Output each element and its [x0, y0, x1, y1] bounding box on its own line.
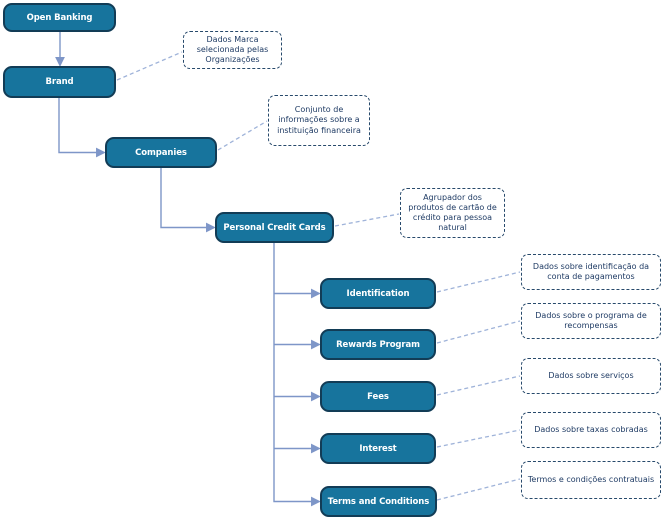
note-interest: Dados sobre taxas cobradas — [521, 412, 661, 448]
node-companies: Companies — [105, 137, 217, 168]
node-label: Identification — [346, 288, 410, 299]
note-personal-credit-cards: Agrupador dos produtos de cartão de créd… — [400, 188, 505, 238]
note-text: Dados sobre identificação da conta de pa… — [532, 261, 650, 281]
node-label: Companies — [135, 147, 187, 158]
node-label: Rewards Program — [336, 339, 420, 350]
node-label: Personal Credit Cards — [223, 222, 326, 233]
node-rewards-program: Rewards Program — [320, 329, 436, 360]
leader-interest-note — [436, 429, 521, 448]
leader-fees-note — [436, 375, 521, 396]
note-text: Termos e condições contratuais — [527, 474, 655, 484]
note-text: Dados sobre serviços — [548, 370, 634, 380]
note-text: Dados sobre taxas cobradas — [534, 424, 648, 434]
connector-companies-pcc — [160, 168, 216, 233]
node-label: Interest — [359, 443, 397, 454]
node-label: Brand — [45, 77, 74, 87]
leader-brand-note — [116, 51, 183, 81]
note-text: Agrupador dos produtos de cartão de créd… — [408, 192, 497, 233]
node-label: Terms and Conditions — [327, 496, 430, 507]
leader-identification-note — [436, 271, 521, 293]
note-companies: Conjunto de informações sobre a institui… — [268, 95, 370, 146]
leader-rewards-note — [436, 320, 521, 344]
leader-pcc-note — [334, 213, 400, 227]
node-brand: Brand — [3, 66, 116, 98]
note-terms-and-conditions: Termos e condições contratuais — [521, 461, 661, 499]
note-fees: Dados sobre serviços — [521, 358, 661, 394]
note-rewards-program: Dados sobre o programa de recompensas — [521, 303, 661, 339]
connector-brand-companies — [58, 98, 106, 158]
leader-terms-note — [436, 478, 521, 501]
note-text: Conjunto de informações sobre a institui… — [277, 105, 361, 135]
note-text: Dados sobre o programa de recompensas — [535, 310, 647, 330]
node-interest: Interest — [320, 433, 436, 464]
note-brand: Dados Marca selecionada pelas Organizaçõ… — [183, 31, 282, 69]
note-identification: Dados sobre identificação da conta de pa… — [521, 254, 661, 290]
note-text: Dados Marca selecionada pelas Organizaçõ… — [196, 34, 269, 65]
node-open-banking: Open Banking — [3, 3, 116, 32]
node-personal-credit-cards: Personal Credit Cards — [215, 212, 334, 243]
node-terms-and-conditions: Terms and Conditions — [320, 486, 437, 517]
node-label: Open Banking — [26, 12, 93, 23]
connector-pcc-trunk-terms — [273, 243, 321, 507]
node-identification: Identification — [320, 278, 436, 309]
node-fees: Fees — [320, 381, 436, 412]
leader-companies-note — [217, 120, 268, 151]
node-label: Fees — [367, 391, 389, 402]
